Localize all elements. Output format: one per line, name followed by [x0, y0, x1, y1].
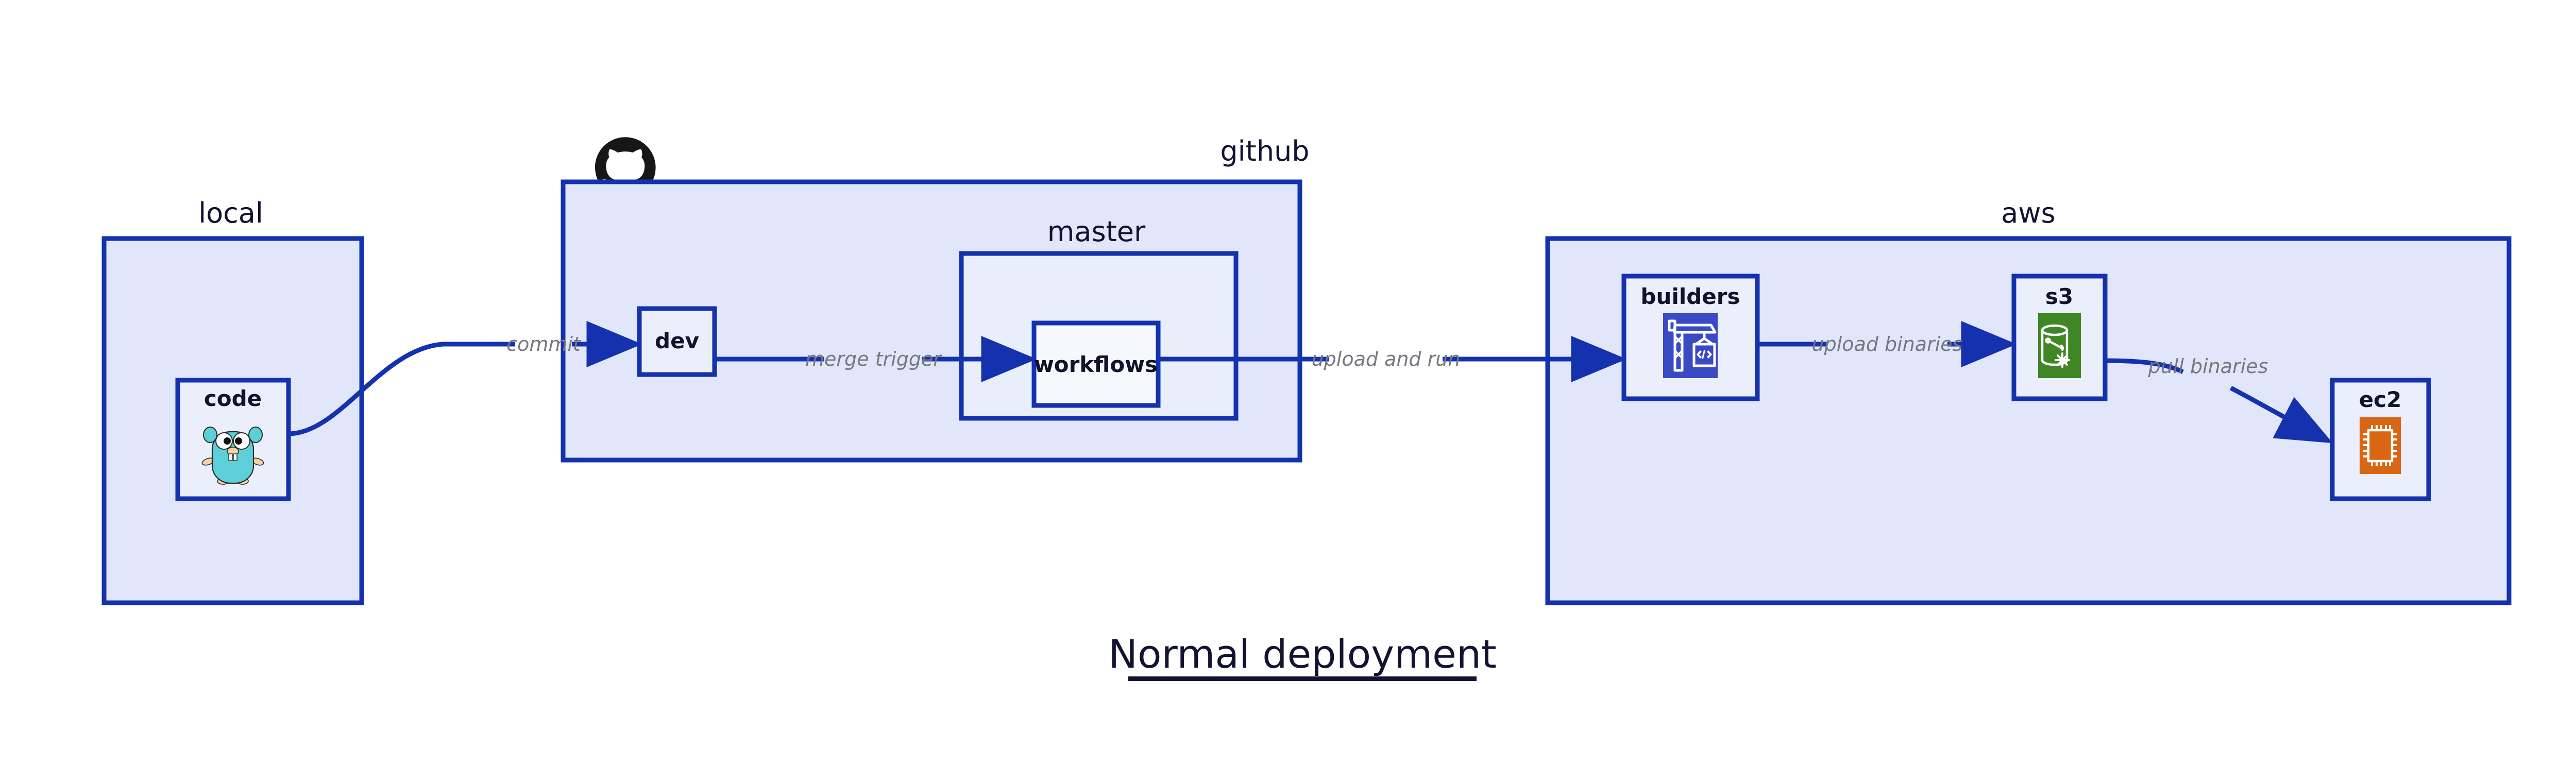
- go-gopher-icon: [201, 427, 264, 485]
- node-builders-label: builders: [1640, 284, 1740, 309]
- edge-merge-trigger-label: merge trigger: [805, 348, 942, 370]
- node-ec2[interactable]: ec2: [2330, 378, 2431, 501]
- node-s3-label: s3: [2045, 284, 2073, 309]
- node-dev[interactable]: dev: [637, 306, 717, 377]
- edge-pull-binaries-path-left: [2105, 358, 2184, 375]
- node-workflows-box[interactable]: [1031, 320, 1161, 408]
- group-github-label: github: [1220, 135, 1309, 167]
- group-aws-label: aws: [2001, 197, 2055, 229]
- edge-commit-label: commit: [506, 333, 582, 355]
- node-workflows-label: workflows: [1034, 352, 1158, 377]
- node-s3[interactable]: s3: [2011, 274, 2108, 401]
- group-local: local code: [101, 197, 364, 605]
- edge-commit-path-left: [288, 342, 515, 436]
- node-workflows[interactable]: workflows: [1031, 320, 1161, 408]
- group-local-label: local: [198, 197, 263, 229]
- edge-pull-binaries: pull binaries: [2105, 355, 2333, 444]
- edge-pull-binaries-label: pull binaries: [2148, 355, 2268, 378]
- edge-pull-binaries-path-right: [2229, 386, 2333, 444]
- diagram-title-underline: [1128, 676, 1477, 681]
- node-code-label: code: [204, 386, 262, 411]
- aws-s3-glacier-icon: [2038, 313, 2081, 378]
- group-github: github dev master workflows: [561, 135, 1310, 463]
- group-aws: aws builders: [1545, 197, 2512, 605]
- edge-commit: commit: [288, 321, 642, 436]
- node-dev-label: dev: [655, 328, 699, 353]
- node-builders[interactable]: builders: [1621, 274, 1760, 401]
- diagram-title: Normal deployment: [1108, 631, 1497, 681]
- aws-ec2-icon: [2360, 417, 2401, 474]
- diagram-title-text: Normal deployment: [1108, 631, 1497, 677]
- edge-upload-binaries: upload binaries: [1757, 321, 2017, 367]
- edge-merge-trigger: merge trigger: [715, 336, 1037, 382]
- edge-upload-and-run: upload and run: [1158, 336, 1627, 382]
- aws-codebuild-icon: [1663, 313, 1718, 378]
- node-code[interactable]: code: [175, 378, 291, 501]
- group-master-label: master: [1047, 215, 1146, 248]
- edge-upload-and-run-label: upload and run: [1312, 348, 1461, 370]
- edge-upload-binaries-label: upload binaries: [1812, 333, 1963, 355]
- node-ec2-label: ec2: [2359, 387, 2402, 412]
